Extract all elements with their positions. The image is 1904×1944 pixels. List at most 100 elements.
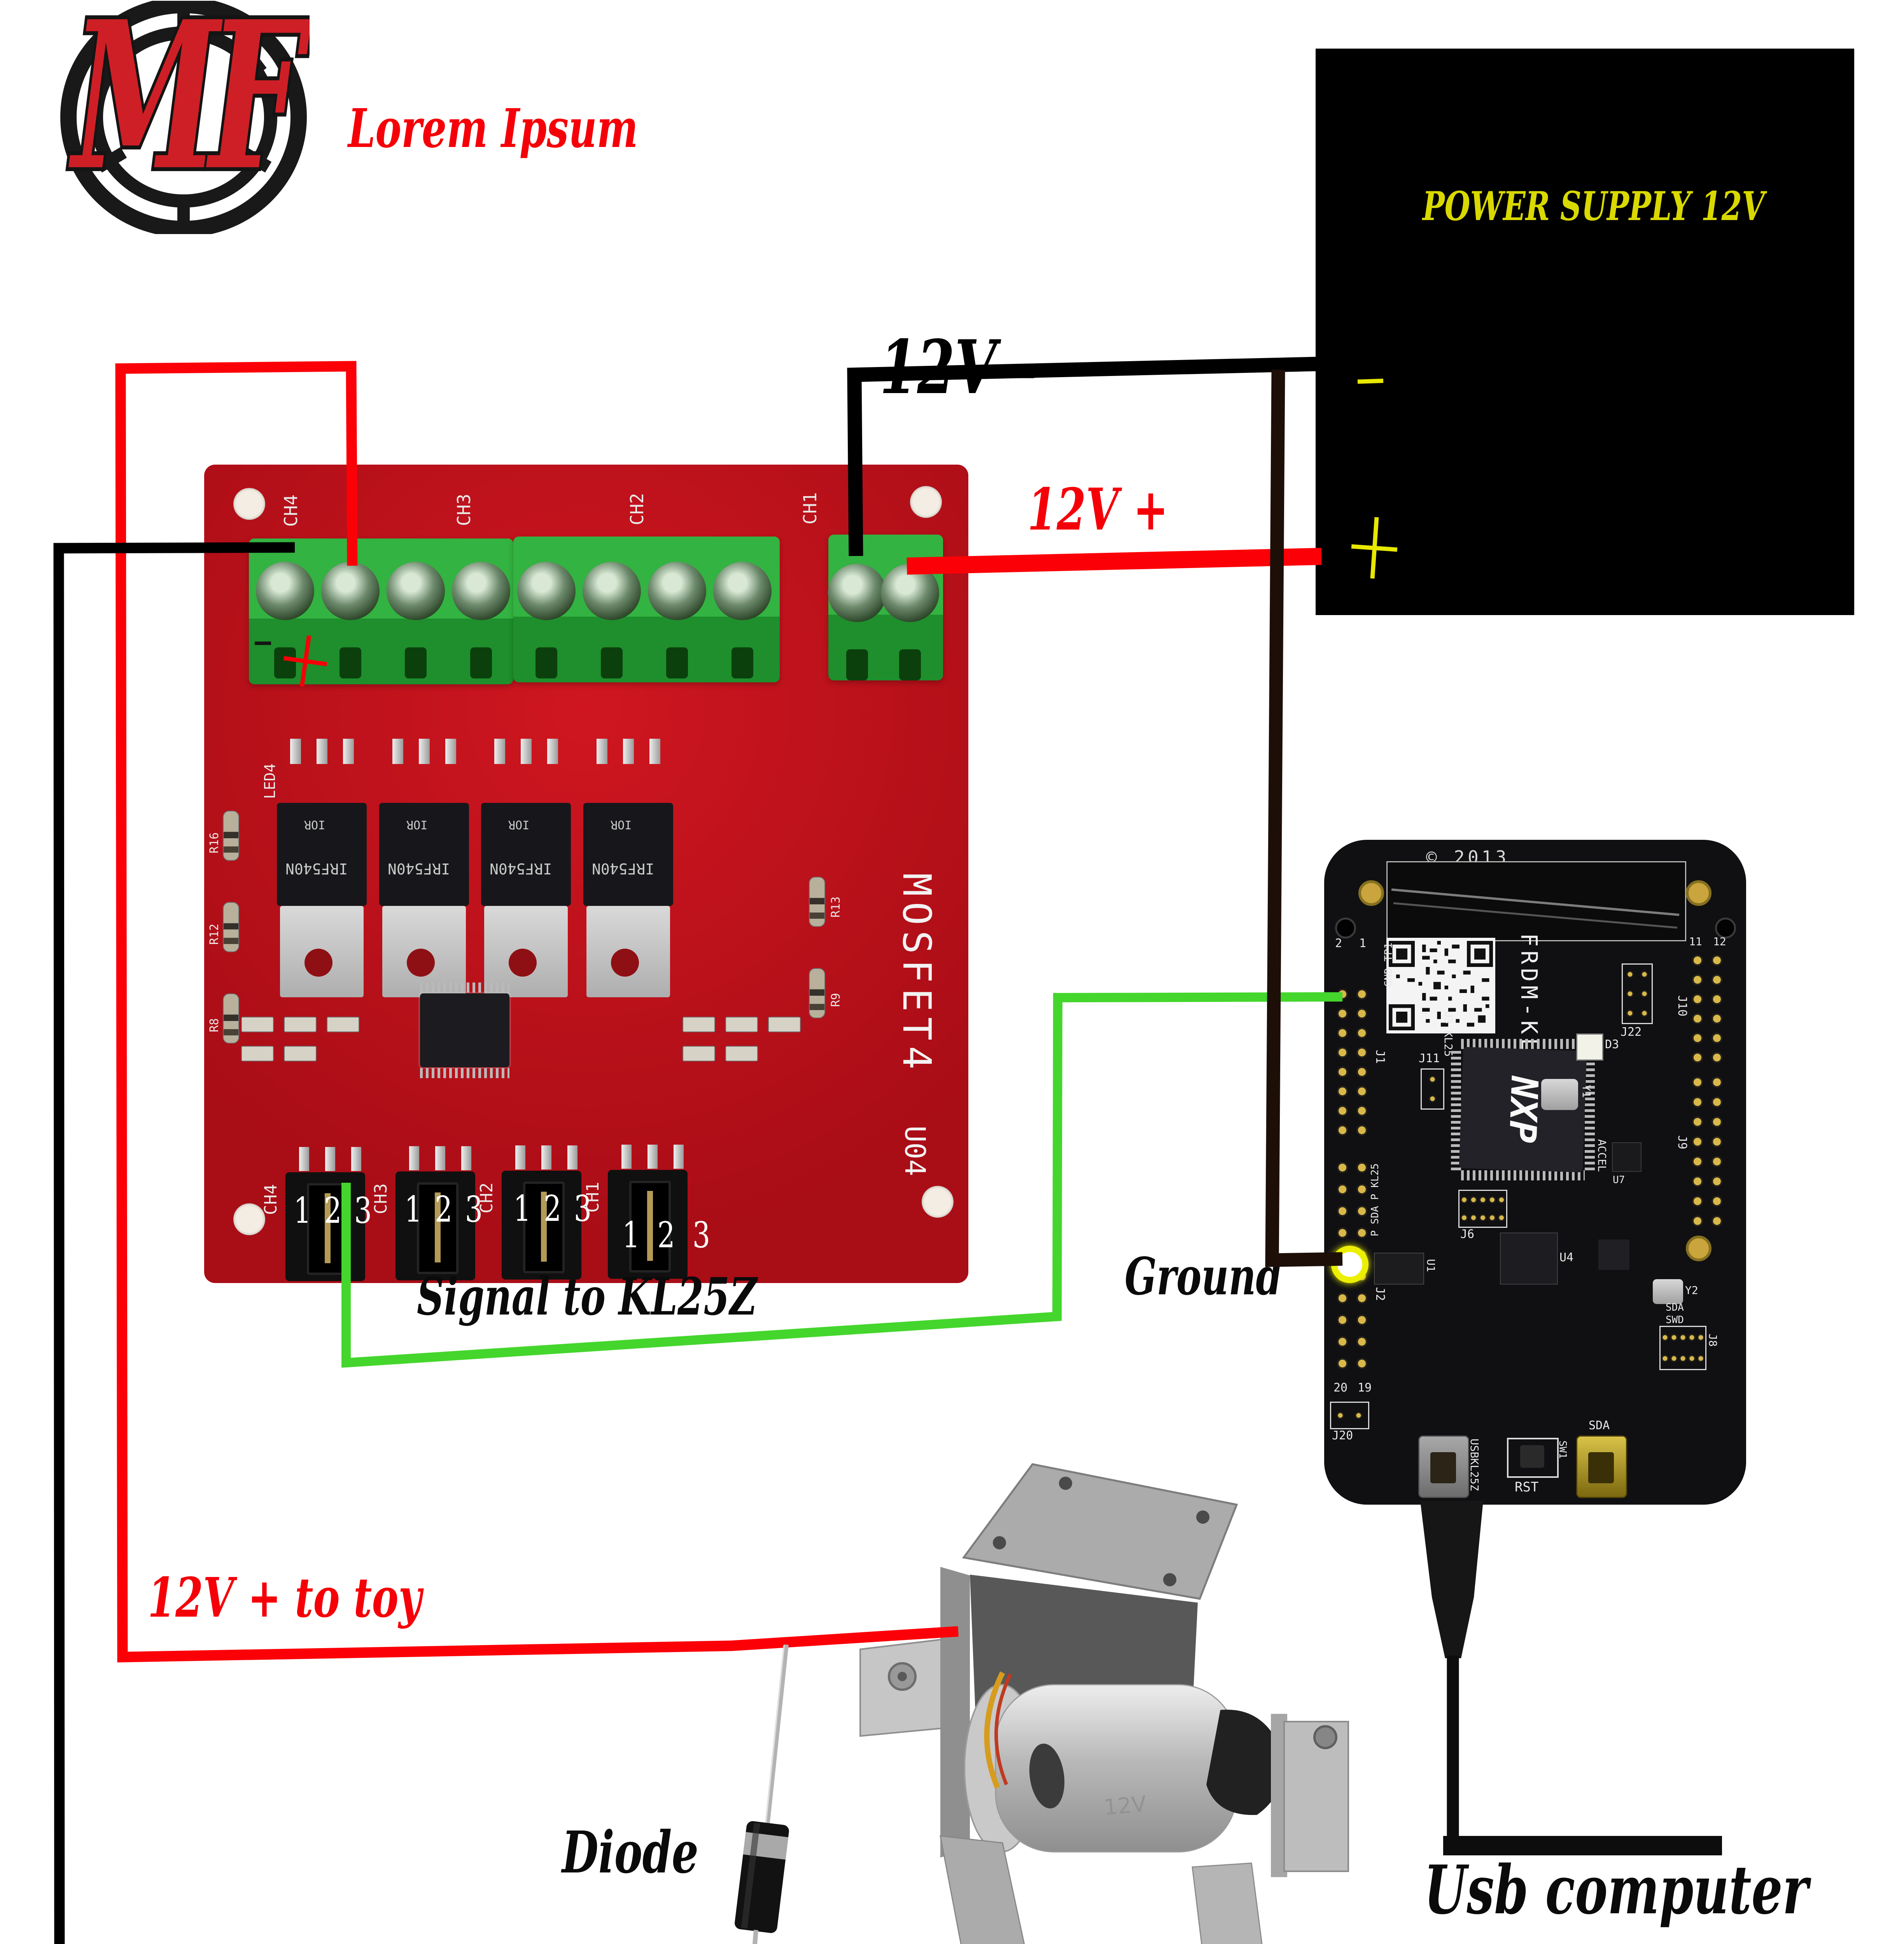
pin-numbers: 1 2 3 bbox=[513, 1188, 593, 1229]
mounting-hole bbox=[233, 1203, 265, 1235]
positive-supply-wire bbox=[906, 548, 1322, 575]
resistor bbox=[223, 993, 239, 1044]
board-hole bbox=[1335, 918, 1356, 939]
terminal-screw bbox=[881, 564, 939, 622]
gnd-pin-highlight bbox=[1331, 1246, 1368, 1283]
ref-label: U7 bbox=[1613, 1174, 1625, 1186]
pin-label: 12 bbox=[1713, 935, 1726, 948]
mounting-hole bbox=[233, 488, 265, 520]
resistor-label: R12 bbox=[208, 923, 221, 945]
header-j11 bbox=[1421, 1068, 1444, 1110]
silkscreen-ch3: CH3 bbox=[371, 1183, 391, 1214]
ref-label: U4 bbox=[1559, 1251, 1574, 1264]
chip-u6 bbox=[1598, 1239, 1629, 1270]
mcu-pins bbox=[1461, 1170, 1585, 1180]
board-revision: U04 bbox=[899, 1126, 931, 1177]
wire-slot bbox=[470, 647, 492, 678]
resistor-label: R13 bbox=[829, 896, 843, 918]
qr-code bbox=[1386, 938, 1495, 1033]
label-12v-plus-toy: 12V + to toy bbox=[148, 1566, 422, 1630]
positive-mark-icon bbox=[280, 632, 331, 690]
smd-resistor bbox=[284, 1046, 317, 1061]
label-signal: Signal to KL25Z bbox=[417, 1267, 757, 1327]
silkscreen-ch2: CH2 bbox=[626, 493, 648, 525]
reset-button[interactable] bbox=[1507, 1438, 1559, 1478]
header-label: J8 bbox=[1706, 1334, 1719, 1347]
header-j20 bbox=[1330, 1402, 1369, 1429]
pin-label: 1 bbox=[1359, 937, 1367, 950]
resistor-label: R16 bbox=[208, 832, 221, 853]
header-j22 bbox=[1622, 963, 1653, 1024]
pin-label: 11 bbox=[1689, 935, 1702, 948]
accelerometer bbox=[1612, 1142, 1642, 1172]
power-supply-box: POWER SUPPLY 12V bbox=[1316, 49, 1854, 615]
header-j9 bbox=[1688, 1072, 1727, 1231]
ref-label: Y1 bbox=[1580, 1085, 1593, 1098]
silkscreen-ch4: CH4 bbox=[280, 494, 301, 527]
ic-pins bbox=[420, 982, 509, 993]
mf-logo: MF bbox=[60, 1, 310, 234]
logo-text: MF bbox=[68, 1, 310, 215]
ref-label: ACCEL bbox=[1596, 1139, 1608, 1172]
header-j1 bbox=[1333, 984, 1372, 1140]
tab-hole bbox=[304, 949, 332, 977]
resistor bbox=[223, 902, 239, 952]
pin-label: 2 bbox=[1335, 937, 1342, 950]
resistor bbox=[809, 877, 825, 927]
smd-resistor bbox=[284, 1017, 317, 1032]
ref-label: SDA bbox=[1666, 1302, 1684, 1313]
wire-slot bbox=[536, 647, 557, 678]
mosfet-part: IRF540N bbox=[592, 860, 654, 877]
mounting-hole bbox=[922, 1186, 954, 1218]
mounting-hole bbox=[910, 486, 942, 518]
wire-slot bbox=[601, 647, 623, 678]
usb-label: USBKL25Z bbox=[1468, 1439, 1481, 1491]
tab-hole bbox=[611, 949, 639, 977]
pin-numbers: 1 2 3 bbox=[294, 1190, 374, 1231]
mosfet-brand: IOR bbox=[508, 818, 530, 831]
minus-symbol-icon bbox=[1357, 378, 1384, 384]
label-12v-plus: 12V + bbox=[1027, 476, 1169, 543]
header-j8 bbox=[1659, 1326, 1706, 1370]
tab-hole bbox=[407, 949, 435, 977]
resistor bbox=[223, 811, 239, 861]
pin-numbers: 1 2 3 bbox=[622, 1214, 715, 1256]
header-j10 bbox=[1688, 951, 1727, 1067]
mosfet-brand: IOR bbox=[304, 818, 326, 831]
wire-slot bbox=[340, 647, 361, 678]
crystal-y2 bbox=[1653, 1279, 1683, 1304]
ref-label: SWD bbox=[1666, 1314, 1684, 1326]
silkscreen-ch1: CH1 bbox=[800, 492, 821, 524]
usb-connector-kl25z bbox=[1418, 1435, 1469, 1498]
mcu-pins bbox=[1585, 1049, 1595, 1170]
diode-component bbox=[735, 1644, 789, 1944]
smd-resistor bbox=[241, 1046, 274, 1061]
mosfet4-board: CH4 CH3 CH2 CH1 LED4 bbox=[204, 465, 968, 1283]
smd-resistor bbox=[682, 1017, 715, 1032]
terminal-screw bbox=[648, 562, 706, 620]
ref-label: Y2 bbox=[1685, 1284, 1698, 1297]
pin-label: 20 bbox=[1334, 1381, 1348, 1395]
motor-marking: 12V bbox=[1103, 1792, 1148, 1820]
header-label: J20 bbox=[1332, 1429, 1353, 1442]
terminal-screw bbox=[387, 562, 445, 620]
smd-resistor bbox=[241, 1017, 274, 1032]
mosfet-brand: IOR bbox=[611, 818, 632, 831]
led4-label: LED4 bbox=[261, 763, 278, 799]
mosfet-brand: IOR bbox=[406, 818, 428, 831]
header-label: J11 bbox=[1419, 1052, 1440, 1065]
silkscreen: P SDA P KL25 bbox=[1369, 1163, 1381, 1236]
diode-cathode-band bbox=[743, 1832, 789, 1860]
ref-label: U1 bbox=[1424, 1259, 1437, 1272]
logo-spokes bbox=[95, 7, 272, 228]
resistor-label: R9 bbox=[829, 993, 843, 1007]
terminal-screw bbox=[452, 562, 510, 620]
pin-label: 19 bbox=[1358, 1381, 1372, 1395]
smd-resistor bbox=[725, 1046, 758, 1061]
mount-hole bbox=[1686, 1236, 1712, 1261]
board-name: MOSFET4 bbox=[894, 873, 940, 1075]
terminal-screw bbox=[256, 562, 314, 620]
label-usb-computer: Usb computer bbox=[1424, 1850, 1808, 1929]
resistor-label: R8 bbox=[208, 1018, 221, 1032]
header-label: J10 bbox=[1675, 995, 1689, 1017]
